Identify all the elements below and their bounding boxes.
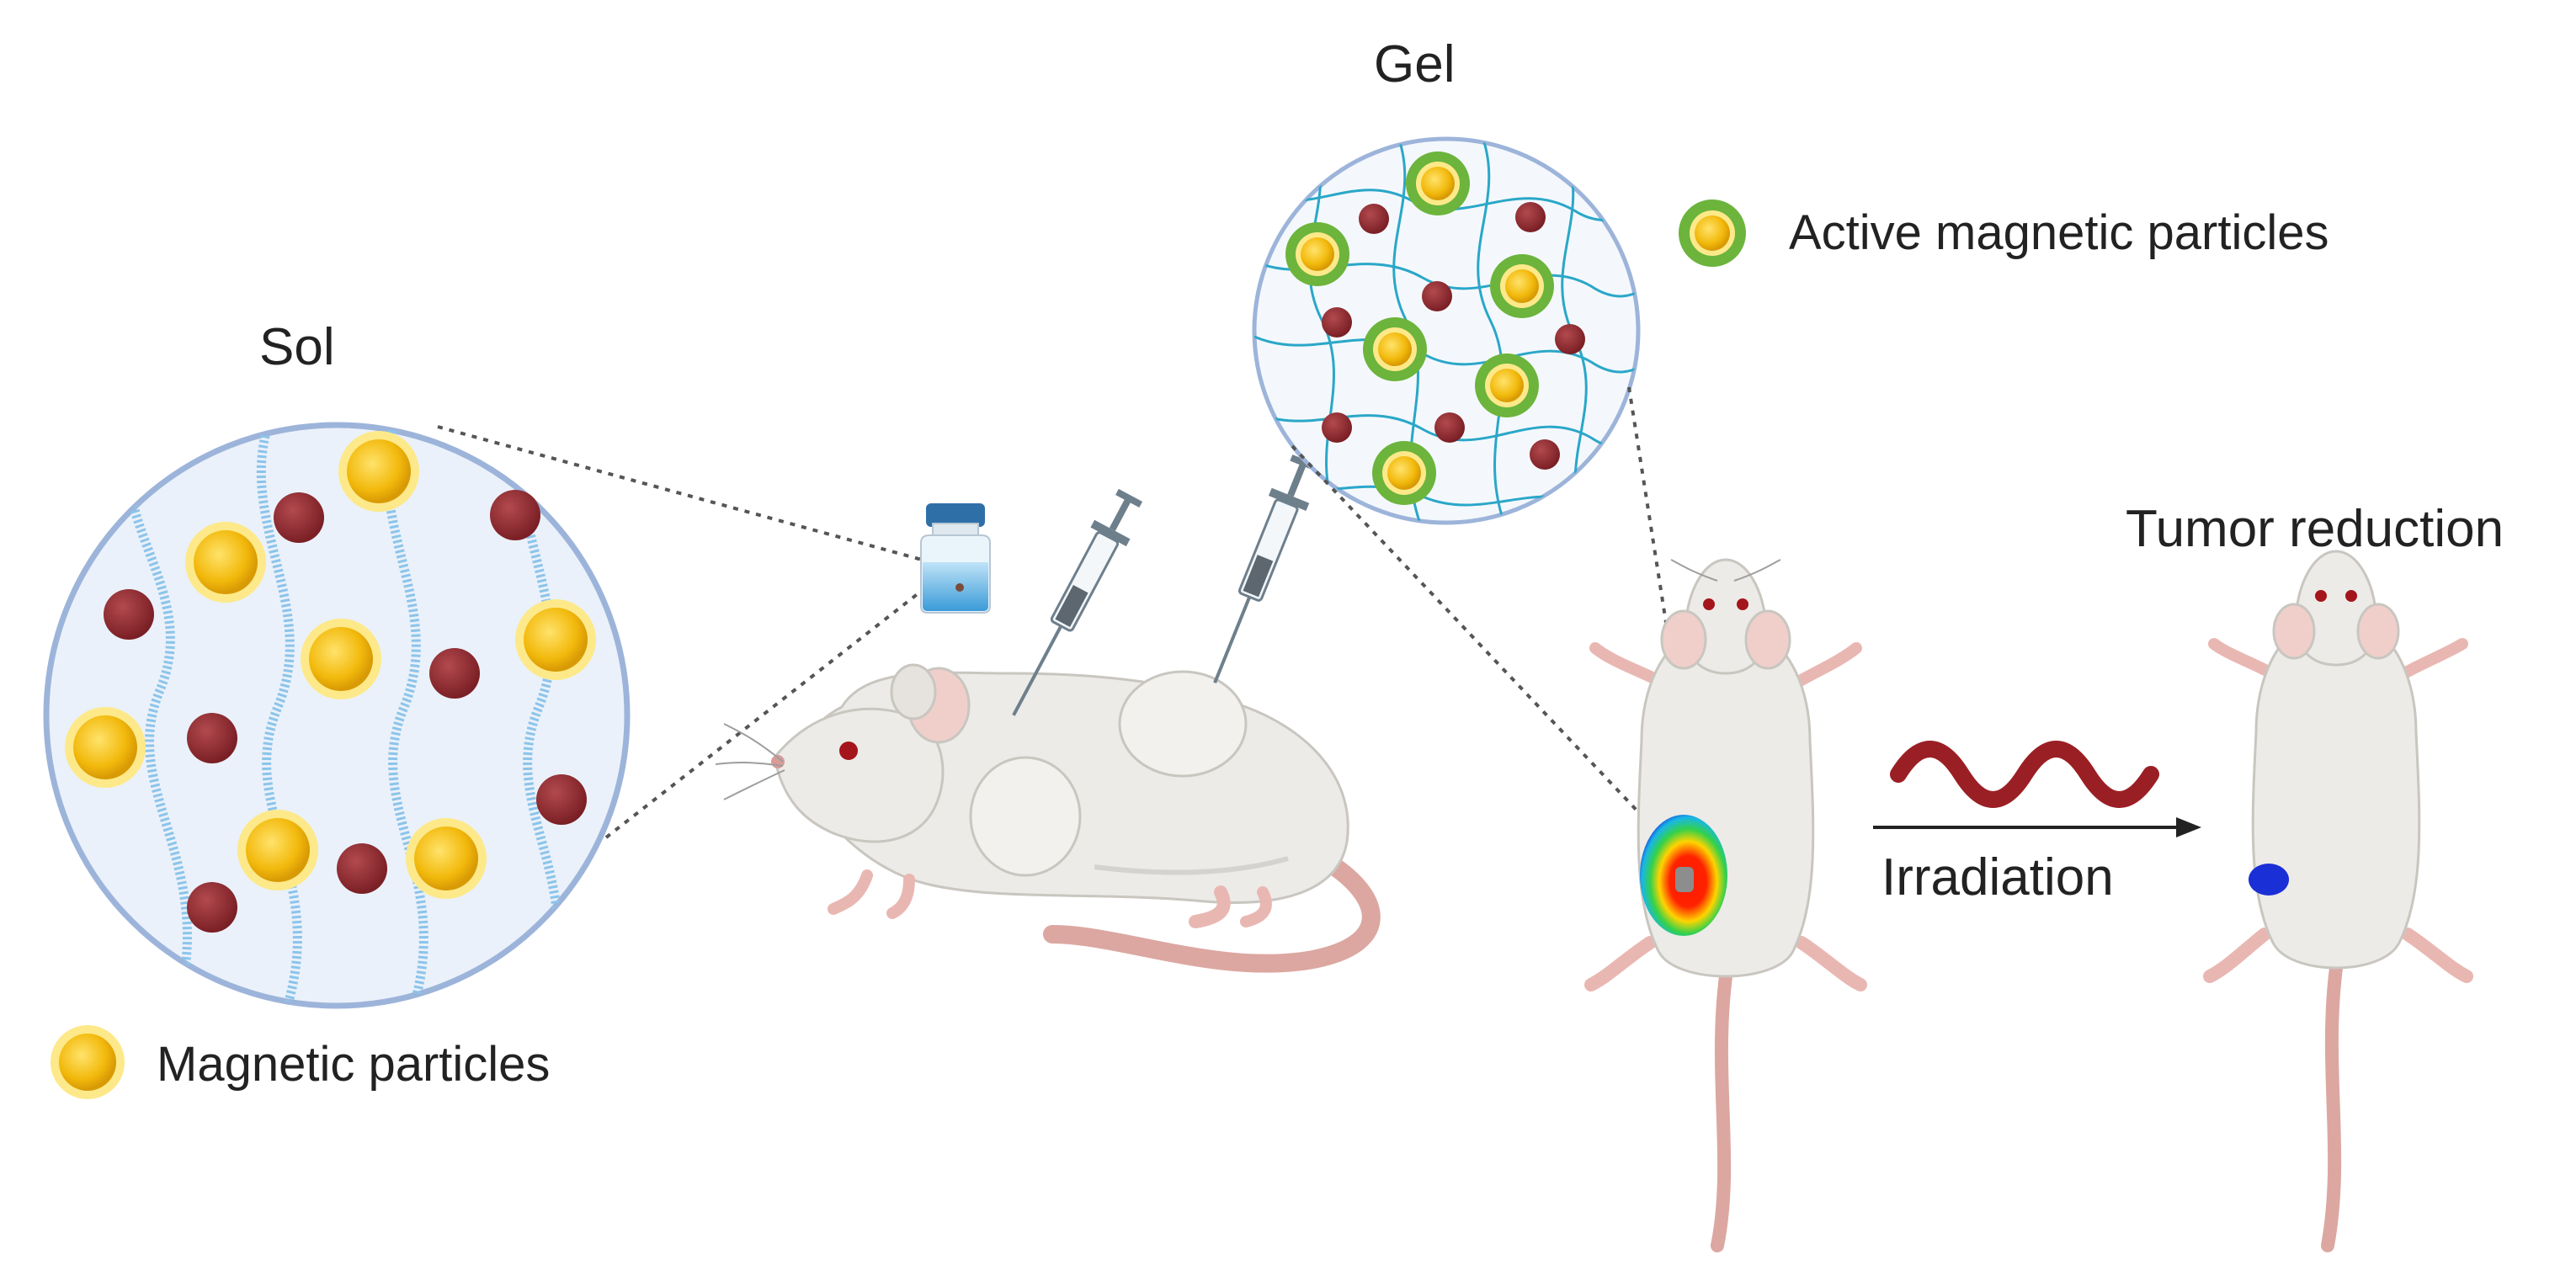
magnetic-particles-legend: Magnetic particles <box>157 1037 551 1092</box>
active-magnetic-particles-legend: Active magnetic particles <box>1789 205 2329 260</box>
sol-red-particles <box>104 490 587 933</box>
arrow-icon <box>1873 817 2201 837</box>
sol-label: Sol <box>259 318 335 376</box>
irradiation-label: Irradiation <box>1881 848 2114 906</box>
magnetic-particle-legend-icon <box>51 1025 125 1099</box>
top-view-mouse-after <box>2203 550 2473 1252</box>
tumor-reduced <box>2249 864 2289 896</box>
sol-magnified-view <box>43 422 631 1009</box>
sol-magnetic-particles <box>65 431 596 899</box>
gel-magnified-view <box>1252 136 1641 525</box>
top-view-mouse-before <box>1584 558 1867 1252</box>
tumor-reduction-label: Tumor reduction <box>2126 500 2504 558</box>
gel-label: Gel <box>1374 35 1456 93</box>
irradiation-wave-icon <box>1890 741 2159 808</box>
syringe-icon-2 <box>1213 454 1318 684</box>
side-view-mouse <box>715 663 1381 973</box>
gel-red-particles <box>1322 202 1585 470</box>
active-particle-legend-icon <box>1679 199 1746 267</box>
syringe-icon-1 <box>1012 488 1143 716</box>
gel-active-particles <box>1285 151 1554 505</box>
polymer-chains <box>123 425 563 1006</box>
sol-zoom-lines <box>437 425 936 839</box>
vial-icon <box>920 503 991 614</box>
